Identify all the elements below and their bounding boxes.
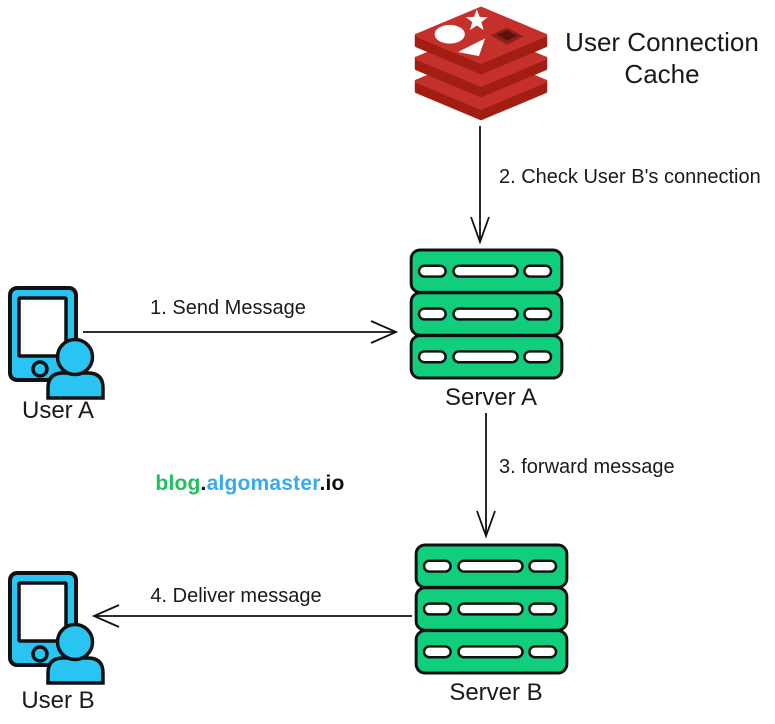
node-label-user-b: User B [21, 687, 95, 714]
arrow-deliver-message [91, 604, 412, 628]
edge-label-check-connection: 2. Check User B's connection [499, 166, 761, 188]
watermark-segment: blog [155, 472, 201, 495]
watermark-segment: . [200, 472, 207, 495]
mobile-user-icon [8, 571, 105, 685]
arrowhead-right-icon [370, 320, 399, 344]
server-stack-icon [409, 248, 564, 380]
node-label-server-a: Server A [444, 384, 538, 411]
node-label-cache: User Connection Cache [565, 27, 759, 89]
arrowhead-down-icon [476, 510, 496, 539]
edge-label-send-message: 1. Send Message [150, 297, 306, 319]
node-user-a [8, 286, 106, 400]
arrowhead-down-icon [470, 216, 490, 245]
node-user-connection-cache [408, 6, 554, 123]
watermark-segment: . [319, 472, 326, 495]
arrow-send-message [83, 320, 399, 344]
node-label-server-b: Server B [449, 679, 543, 706]
node-server-a [409, 248, 565, 380]
edge-label-forward-message: 3. forward message [499, 456, 675, 478]
arrow-forward-message [476, 413, 496, 539]
arrow-check-connection [470, 126, 490, 245]
edge-label-deliver-message: 4. Deliver message [150, 585, 322, 607]
watermark-segment: algomaster [206, 472, 320, 495]
node-label-user-a: User A [21, 397, 95, 424]
mobile-user-icon [8, 286, 105, 400]
node-server-b [414, 543, 570, 675]
server-stack-icon [414, 543, 569, 675]
node-user-b [8, 571, 106, 685]
watermark-segment: io [325, 472, 345, 495]
watermark: blog.algomaster.io [155, 472, 344, 496]
redis-database-icon [414, 6, 548, 121]
